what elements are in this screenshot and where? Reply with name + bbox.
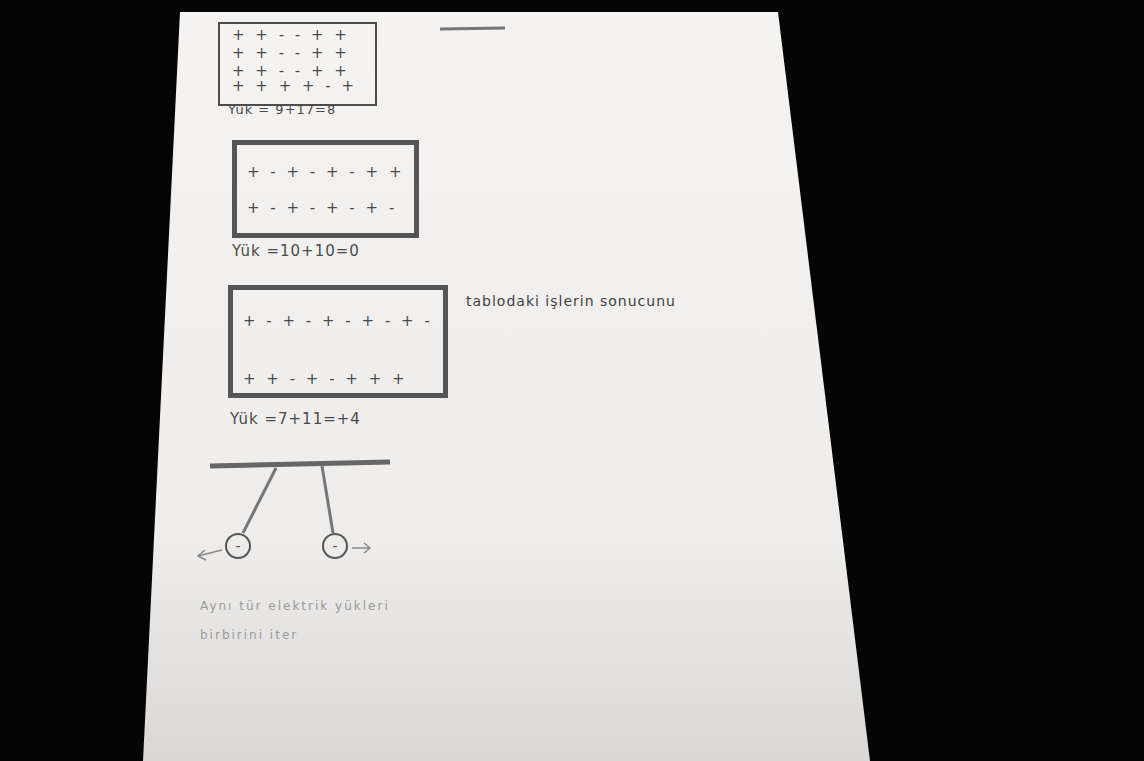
- charge-sign: -: [235, 539, 240, 553]
- charge-table: + - + - + - + + + - + - + - + -: [232, 140, 419, 238]
- note-text: tablodaki işlerin sonucunu: [466, 292, 676, 310]
- pencil-mark: [440, 28, 505, 29]
- sign-row: + - + - + - + +: [247, 165, 404, 180]
- string: [322, 466, 333, 533]
- repulsion-arrows: [198, 543, 370, 560]
- sign-row: + + - - + +: [232, 64, 350, 79]
- sign-row: + - + - + - + - + -: [243, 314, 433, 329]
- support-bar: [210, 462, 390, 466]
- string: [243, 468, 276, 533]
- sign-row: + + + + - +: [232, 79, 357, 94]
- charge-ball: -: [225, 533, 251, 559]
- note-text: Aynı tür elektrik yükleri birbirini iter: [200, 592, 410, 650]
- sign-row: + + - - + +: [232, 46, 350, 61]
- charge-ball: -: [322, 533, 348, 559]
- sign-row: + - + - + - + -: [247, 201, 397, 216]
- charge-table: + + - - + ++ + - - + ++ + - - + ++ + + +…: [218, 22, 377, 106]
- charge-total: Yük =7+11=+4: [230, 410, 361, 430]
- charge-sign: -: [332, 539, 337, 553]
- sign-row: + + - + - + + +: [243, 372, 408, 387]
- charge-total: Yük = 9+17=8: [228, 102, 336, 119]
- sign-row: + + - - + +: [232, 28, 350, 43]
- charge-total: Yük =10+10=0: [232, 242, 360, 262]
- paper-sheet: [143, 12, 870, 761]
- charge-table: + - + - + - + - + - + + - + - + + +: [228, 285, 448, 398]
